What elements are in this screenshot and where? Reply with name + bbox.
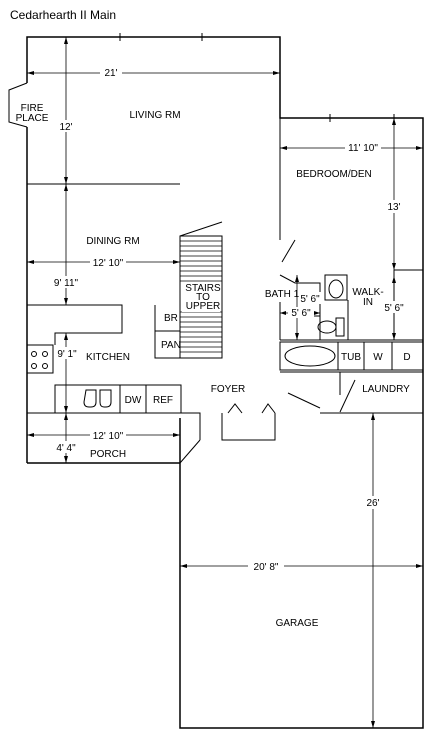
walkin-label-2: IN bbox=[363, 297, 373, 308]
bedroom-depth-label: 13' bbox=[387, 202, 400, 213]
bath-fixtures: TUB W D bbox=[279, 274, 424, 371]
dining-width-label: 12' 10" bbox=[93, 258, 124, 269]
porch-depth-label: 4' 4" bbox=[56, 443, 76, 454]
stairs-label-3: UPPER bbox=[186, 301, 220, 312]
sink-left-icon bbox=[83, 389, 97, 408]
tub-icon bbox=[284, 345, 336, 367]
laundry-label: LAUNDRY bbox=[362, 384, 410, 395]
pan-label: PAN bbox=[161, 340, 181, 351]
dimension-labels: 21' 12' 11' 10" 13' 12' 10" 9' 11" 9' 1"… bbox=[54, 68, 404, 573]
garage-depth-label: 26' bbox=[366, 498, 379, 509]
fireplace: FIRE PLACE bbox=[8, 82, 49, 128]
plan-title: Cedarhearth II Main bbox=[10, 8, 117, 22]
fireplace-label-2: PLACE bbox=[16, 113, 49, 124]
bath-width-label: 5' 6" bbox=[291, 308, 311, 319]
garage-label: GARAGE bbox=[276, 618, 319, 629]
living-depth-label: 12' bbox=[59, 122, 72, 133]
dimension-lines bbox=[27, 37, 423, 728]
living-room-label: LIVING RM bbox=[129, 110, 180, 121]
kitchen-depth-label: 9' 1" bbox=[57, 349, 77, 360]
fireplace-label-1: FIRE bbox=[21, 103, 44, 114]
porch-label: PORCH bbox=[90, 449, 126, 460]
kitchen-label: KITCHEN bbox=[86, 352, 130, 363]
dining-depth-label: 9' 11" bbox=[54, 278, 79, 289]
room-labels: LIVING RM BEDROOM/DEN DINING RM BATH 1 W… bbox=[86, 110, 410, 629]
stairs-label-1: STAIRS bbox=[185, 283, 221, 294]
tub-label: TUB bbox=[341, 352, 361, 363]
staircase: STAIRS TO UPPER bbox=[179, 235, 223, 359]
bath-depth-label: 5' 6" bbox=[300, 294, 320, 305]
kitchen-fixtures: DW REF BR PAN bbox=[26, 313, 182, 414]
br-label: BR bbox=[164, 313, 178, 324]
walkin-depth-label: 5' 6" bbox=[384, 303, 404, 314]
sink-right-icon bbox=[99, 389, 112, 408]
foyer-label: FOYER bbox=[211, 384, 245, 395]
interior-walls bbox=[27, 118, 423, 464]
washer-label: W bbox=[373, 352, 383, 363]
stair-treads bbox=[180, 240, 222, 353]
bedroom-width-label: 11' 10" bbox=[348, 143, 378, 154]
garage-width-label: 20' 8" bbox=[254, 562, 279, 573]
sink-icon bbox=[328, 279, 344, 299]
bath-label: BATH 1 bbox=[265, 289, 300, 300]
walkin-label-1: WALK- bbox=[352, 287, 383, 298]
toilet-icon bbox=[317, 320, 337, 334]
dining-room-label: DINING RM bbox=[86, 236, 139, 247]
porch-width-label: 12' 10" bbox=[93, 431, 124, 442]
living-width-label: 21' bbox=[104, 68, 117, 79]
dw-label: DW bbox=[125, 395, 142, 406]
bedroom-label: BEDROOM/DEN bbox=[296, 169, 372, 180]
ref-label: REF bbox=[153, 395, 173, 406]
stairs-label-2: TO bbox=[196, 292, 210, 303]
dryer-label: D bbox=[403, 352, 410, 363]
exterior-walls bbox=[26, 33, 424, 729]
